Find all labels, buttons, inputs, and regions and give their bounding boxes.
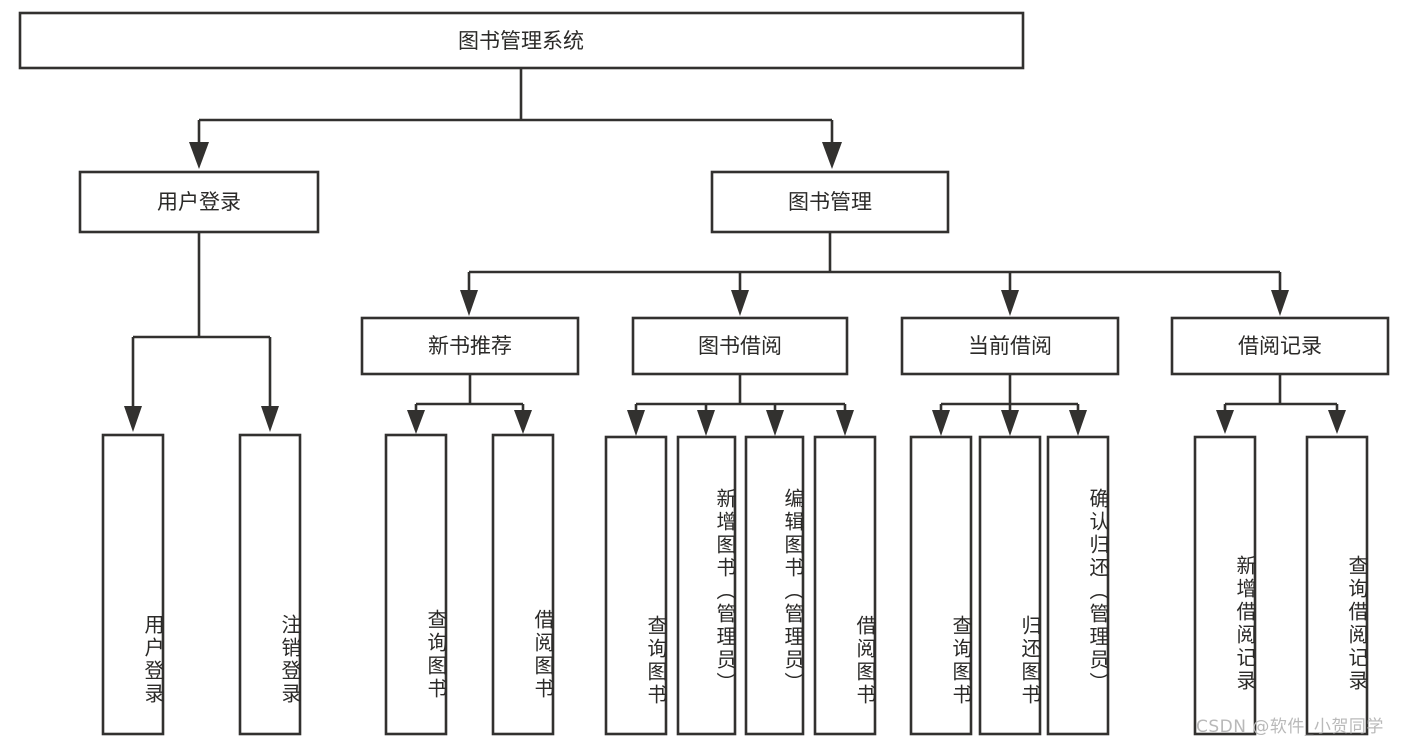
arrow-nbr-leaf-1 (407, 410, 425, 434)
arrow-cb-leaf-3 (1069, 410, 1087, 436)
leaf-edit-book-box[interactable] (744, 435, 805, 736)
node-root-label: 图书管理系统 (458, 29, 584, 53)
leaf-confirm-return-box[interactable] (1046, 435, 1110, 736)
leaf-query-book-3-box[interactable] (909, 435, 973, 736)
csdn-watermark: CSDN @软件_小贺同学 (1196, 717, 1384, 737)
node-new-book-rec-label: 新书推荐 (428, 334, 512, 358)
node-book-manage-label: 图书管理 (788, 190, 872, 214)
arrow-user-login-leaf-1 (124, 406, 142, 432)
node-root-box[interactable] (18, 11, 1025, 70)
node-borrow-record-label: 借阅记录 (1238, 334, 1322, 358)
arrow-bb-leaf-2 (697, 410, 715, 436)
node-current-borrow-box[interactable] (900, 316, 1120, 376)
arrow-root-to-book-manage (822, 142, 842, 169)
leaf-query-book-1-box[interactable] (384, 433, 448, 736)
arrow-bm-to-borrow-record (1271, 290, 1289, 316)
arrow-nbr-leaf-2 (514, 410, 532, 434)
arrow-br-leaf-1 (1216, 410, 1234, 434)
node-borrow-record-box[interactable] (1170, 316, 1390, 376)
arrow-user-login-leaf-2 (261, 406, 279, 432)
leaf-borrow-book-1-box[interactable] (491, 433, 555, 736)
leaf-query-book-2-box[interactable] (604, 435, 668, 736)
node-book-borrow-box[interactable] (631, 316, 849, 376)
leaf-return-book-box[interactable] (978, 435, 1042, 736)
node-new-book-rec-box[interactable] (360, 316, 580, 376)
arrow-bm-to-new-book-rec (460, 290, 478, 316)
leaf-add-book-box[interactable] (676, 435, 737, 736)
leaf-query-record-box[interactable] (1305, 435, 1369, 736)
node-book-manage-box[interactable] (710, 170, 950, 234)
node-current-borrow-label: 当前借阅 (968, 334, 1052, 358)
leaf-add-record-box[interactable] (1193, 435, 1257, 736)
leaf-user-login-box[interactable] (101, 433, 165, 736)
arrow-br-leaf-2 (1328, 410, 1346, 434)
arrow-cb-leaf-2 (1001, 410, 1019, 436)
arrow-bb-leaf-1 (627, 410, 645, 436)
arrow-cb-leaf-1 (932, 410, 950, 436)
leaf-logout-box[interactable] (238, 433, 302, 736)
node-book-borrow-label: 图书借阅 (698, 334, 782, 358)
arrow-bb-leaf-3 (766, 410, 784, 436)
arrow-root-to-user-login (189, 142, 209, 169)
node-user-login-label: 用户登录 (157, 190, 241, 214)
leaf-borrow-book-2-box[interactable] (813, 435, 877, 736)
arrow-bm-to-current-borrow (1001, 290, 1019, 316)
arrow-bb-leaf-4 (836, 410, 854, 436)
arrow-bm-to-book-borrow (731, 290, 749, 316)
